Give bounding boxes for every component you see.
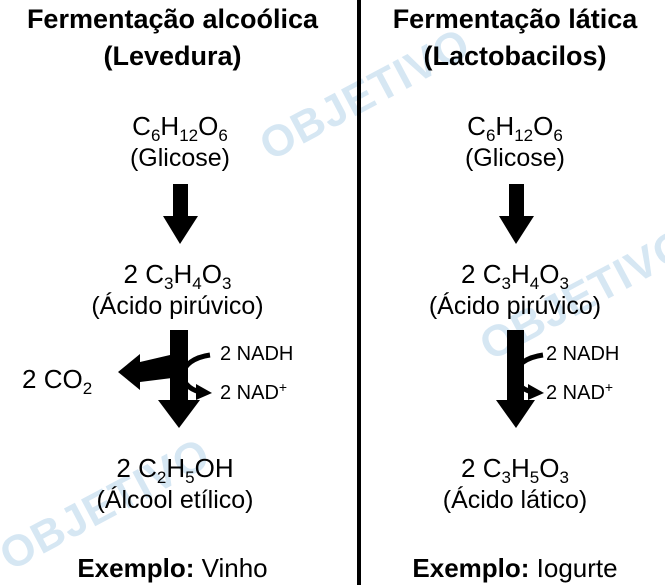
right-example: Exemplo: Iogurte xyxy=(412,553,618,583)
ethanol-formula: 2 C2H5OH xyxy=(116,453,234,487)
right-pyruvic-name: (Ácido pirúvico) xyxy=(428,292,602,320)
right-nadh-nad-arrow xyxy=(512,352,544,395)
right-down-arrow-1 xyxy=(499,184,534,244)
left-pyruvic-formula: 2 C3H4O3 xyxy=(123,259,232,293)
right-nad-arrowhead xyxy=(528,384,544,400)
left-glucose-name: (Glicose) xyxy=(129,144,230,172)
left-example: Exemplo: Vinho xyxy=(77,553,268,583)
co2-branch-arrow xyxy=(118,354,172,390)
left-nad-label: 2 NAD+ xyxy=(220,379,288,404)
left-glucose-formula: C6H12O6 xyxy=(132,111,228,145)
co2-label: 2 CO2 xyxy=(22,364,93,398)
left-title-line1: Fermentação alcoólica xyxy=(26,4,319,34)
left-nad-arrowhead xyxy=(196,384,212,400)
lactic-acid-formula: 2 C3H5O3 xyxy=(461,453,569,487)
left-down-arrow-1 xyxy=(163,184,198,244)
right-pyruvic-formula: 2 C3H4O3 xyxy=(461,259,569,293)
lactic-acid-name: (Ácido lático) xyxy=(442,486,588,514)
right-nadh-label: 2 NADH xyxy=(546,343,620,365)
left-nadh-nad-arrow xyxy=(180,352,211,395)
right-glucose-name: (Glicose) xyxy=(464,144,565,172)
ethanol-name: (Álcool etílico) xyxy=(96,486,254,514)
right-glucose-formula: C6H12O6 xyxy=(467,111,563,145)
right-title-line1: Fermentação lática xyxy=(392,4,638,34)
right-nad-label: 2 NAD+ xyxy=(546,379,614,404)
left-down-arrow-2 xyxy=(158,330,200,428)
column-divider xyxy=(357,0,361,585)
left-pyruvic-name: (Ácido pirúvico) xyxy=(91,292,264,320)
left-title-line2: (Levedura) xyxy=(103,41,242,71)
right-title-line2: (Lactobacilos) xyxy=(423,41,607,71)
left-nadh-label: 2 NADH xyxy=(220,343,294,365)
